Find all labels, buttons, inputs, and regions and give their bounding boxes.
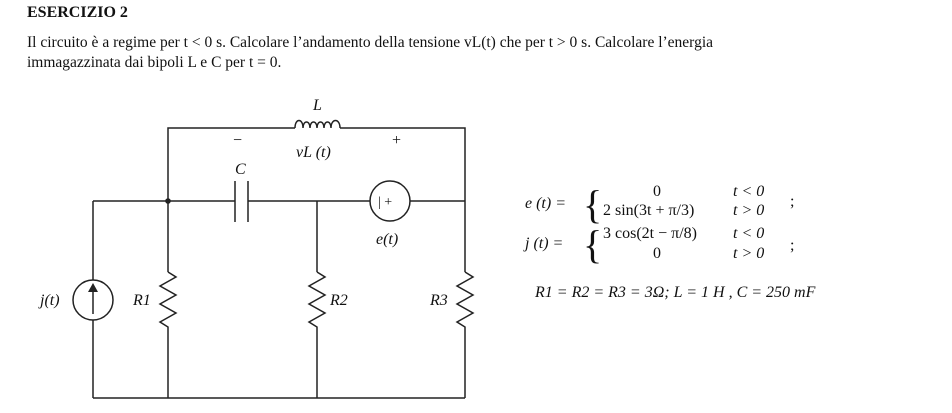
resistor-r2-icon	[307, 271, 327, 330]
j-cond-1: t < 0	[733, 225, 764, 242]
statement-line-2: immagazzinata dai bipoli L e C per t = 0…	[27, 54, 282, 71]
capacitor-icon	[234, 181, 249, 222]
e-brace: {	[583, 182, 602, 227]
exercise-heading: ESERCIZIO 2	[27, 4, 128, 21]
e-definition-lhs: e (t) =	[525, 195, 566, 212]
vl-minus-sign: −	[233, 132, 242, 149]
e-cond-2: t > 0	[733, 202, 764, 219]
j-brace: {	[583, 222, 602, 267]
j-cond-2: t > 0	[733, 245, 764, 262]
r3-label: R3	[429, 292, 448, 309]
e-separator: ;	[790, 193, 794, 210]
e-case-2: 2 sin(3t + π/3)	[603, 202, 694, 219]
problem-statement: Il circuito è a regime per t < 0 s. Calc…	[27, 33, 907, 73]
current-source-icon	[72, 279, 114, 321]
j-case-2: 0	[653, 245, 661, 262]
resistor-r3-icon	[455, 271, 475, 330]
current-arrow-head-icon	[88, 283, 98, 292]
r1-label: R1	[132, 292, 151, 309]
voltage-source-polarity: | +	[378, 195, 392, 210]
e-case-1: 0	[653, 183, 661, 200]
resistor-r1-icon	[158, 271, 178, 330]
current-source-label: j(t)	[38, 292, 60, 309]
e-cond-1: t < 0	[733, 183, 764, 200]
vl-label: vL (t)	[296, 144, 331, 161]
inductor-label: L	[312, 97, 322, 114]
j-definition-lhs: j (t) =	[523, 235, 563, 252]
voltage-source-icon	[369, 180, 411, 222]
statement-line-1: Il circuito è a regime per t < 0 s. Calc…	[27, 34, 714, 51]
capacitor-label: C	[235, 161, 246, 178]
node-dot	[165, 198, 171, 204]
j-separator: ;	[790, 237, 794, 254]
r2-label: R2	[329, 292, 348, 309]
inductor-icon	[294, 119, 341, 129]
vl-plus-sign: +	[392, 132, 401, 149]
j-case-1: 3 cos(2t − π/8)	[603, 225, 697, 242]
voltage-source-label: e(t)	[376, 231, 398, 248]
top-wire	[167, 127, 466, 201]
component-values: R1 = R2 = R3 = 3Ω; L = 1 H , C = 250 mF	[534, 284, 816, 301]
